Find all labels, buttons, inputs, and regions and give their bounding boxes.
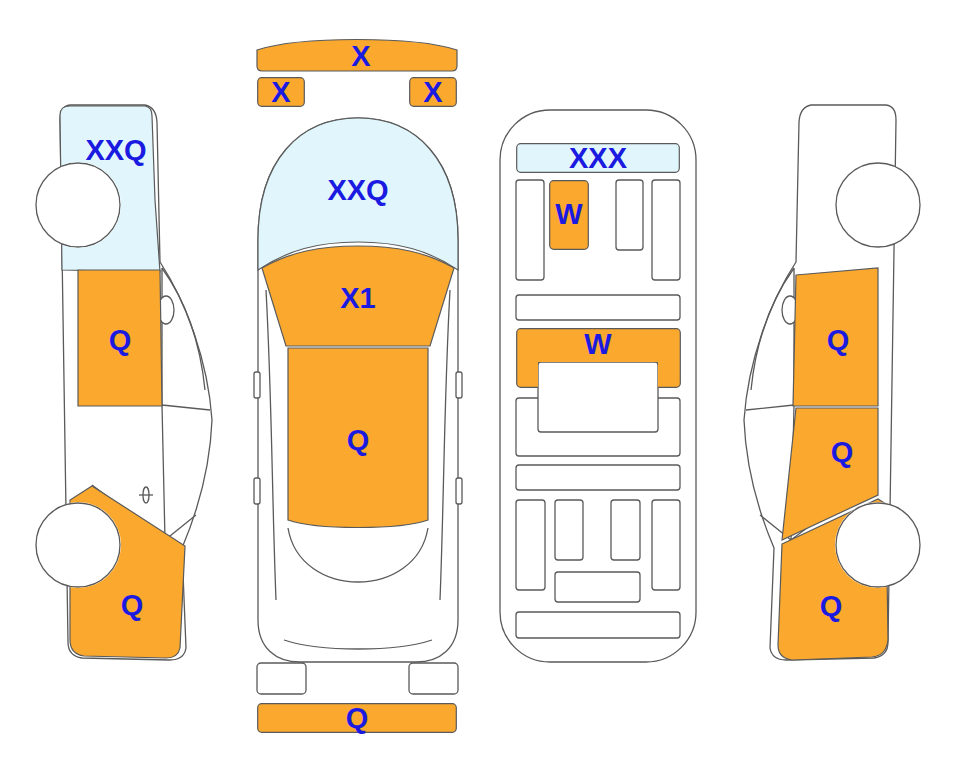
region-fill: [778, 499, 888, 660]
mirror: [254, 372, 260, 398]
damage-code: Q: [827, 326, 850, 355]
car-body: [258, 118, 458, 662]
damage-code: X: [423, 78, 442, 107]
underbody-part: [616, 180, 643, 250]
damage-region: XXX: [516, 143, 680, 173]
damage-code: W: [555, 200, 582, 229]
damage-code: X1: [340, 284, 375, 313]
damage-region: Q: [68, 483, 188, 661]
damage-code: Q: [346, 704, 369, 733]
region-shape: [58, 104, 162, 274]
underbody-part: [516, 612, 680, 638]
underbody-part: [555, 500, 583, 560]
damage-code: XXQ: [85, 136, 146, 165]
door-handle: [143, 487, 149, 503]
region-fill: [60, 106, 160, 272]
region-shape: [776, 493, 890, 663]
underbody: [500, 110, 696, 662]
damage-region: W: [549, 180, 589, 250]
damage-code: Q: [121, 591, 144, 620]
underbody-part: [516, 180, 544, 280]
damage-code: XXX: [569, 144, 627, 173]
underbody-part: [555, 572, 640, 602]
damage-code: X: [271, 78, 290, 107]
region-fill: [70, 486, 185, 658]
damage-region: Q: [284, 348, 432, 532]
door-handle: [139, 494, 153, 495]
rear-light: [257, 663, 306, 694]
mirror: [456, 478, 462, 504]
damage-code: Q: [109, 326, 132, 355]
region-fill: [517, 144, 680, 173]
region-fill: [793, 268, 878, 406]
underbody-part: [516, 295, 680, 320]
damage-code: Q: [820, 592, 843, 621]
region-fill: [288, 348, 428, 528]
damage-region: Q: [790, 266, 880, 408]
underbody-part: [652, 500, 680, 590]
damage-region: X: [409, 77, 457, 107]
damage-region: Q: [76, 268, 164, 408]
region-fill: [257, 40, 457, 72]
top-view-car: [254, 118, 462, 694]
damage-region: Q: [257, 703, 457, 733]
underbody-part: [516, 500, 545, 590]
underside-view: [500, 110, 696, 662]
region-fill: [410, 78, 457, 107]
mirror: [254, 478, 260, 504]
region-fill: [517, 329, 681, 388]
rear-light: [409, 663, 458, 694]
damage-code: X: [351, 42, 370, 71]
damage-code: Q: [347, 426, 370, 455]
underbody-part: [652, 180, 680, 280]
damage-region: X: [257, 36, 457, 72]
region-fill: [258, 78, 305, 107]
region-shape: [68, 483, 188, 661]
side-view-car: [744, 105, 920, 660]
damage-code: XXQ: [327, 176, 388, 205]
car-body: [60, 105, 212, 660]
mirror: [456, 372, 462, 398]
damage-code: Q: [831, 438, 854, 467]
region-fill: [78, 270, 162, 406]
side-view-car: [36, 105, 212, 660]
damage-region: X1: [262, 242, 454, 348]
region-fill: [550, 181, 589, 250]
underbody-part: [516, 465, 680, 490]
region-fill: [262, 246, 454, 346]
damage-region: XXQ: [58, 104, 162, 274]
underbody-part: [611, 500, 640, 560]
damage-region: W: [516, 328, 681, 388]
damage-region: X: [257, 77, 305, 107]
damage-region: Q: [776, 493, 890, 663]
region-fill: [258, 704, 457, 733]
damage-code: W: [584, 330, 611, 359]
